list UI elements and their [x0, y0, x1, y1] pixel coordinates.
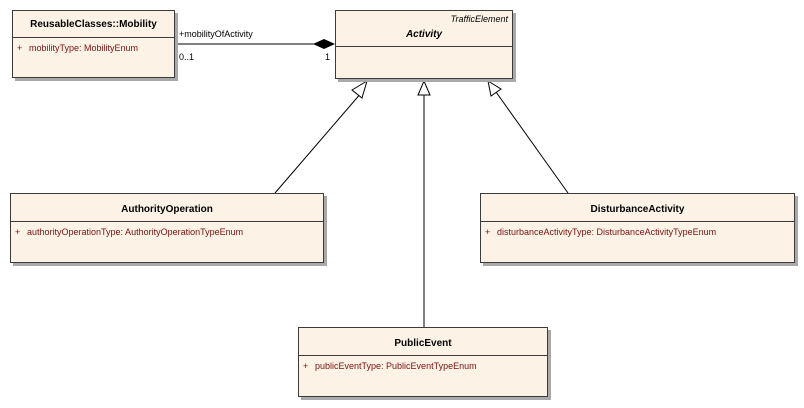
visibility-marker: + — [485, 227, 491, 237]
class-name: Activity — [405, 29, 443, 40]
attribute-text: mobilityType: MobilityEnum — [29, 43, 139, 53]
class-attribute[interactable]: + publicEventType: PublicEventTypeEnum — [303, 361, 477, 371]
attribute-text: authorityOperationType: AuthorityOperati… — [27, 227, 244, 237]
composition-diamond — [313, 39, 335, 49]
class-authority-operation[interactable]: AuthorityOperation + authorityOperationTy… — [10, 193, 324, 263]
generalization-arrowhead-disturbance — [487, 79, 502, 97]
class-attribute[interactable]: + disturbanceActivityType: DisturbanceAct… — [485, 227, 716, 237]
class-name: ReusableClasses::Mobility — [30, 19, 157, 30]
class-disturbance-activity[interactable]: DisturbanceActivity + disturbanceActivity… — [480, 193, 795, 263]
class-stereotype: TrafficElement — [450, 14, 508, 24]
attribute-text: publicEventType: PublicEventTypeEnum — [315, 361, 477, 371]
generalization-line-disturbance — [495, 91, 569, 194]
visibility-marker: + — [17, 43, 23, 53]
class-header: ReusableClasses::Mobility — [13, 11, 174, 38]
class-header: TrafficElement Activity — [336, 11, 512, 47]
class-mobility[interactable]: ReusableClasses::Mobility + mobilityType:… — [12, 10, 175, 78]
source-multiplicity-label: 0..1 — [179, 52, 195, 62]
target-multiplicity-label: 1 — [325, 52, 331, 62]
class-name: PublicEvent — [394, 338, 452, 349]
generalization-arrowhead-publicevent — [417, 79, 431, 96]
class-name: DisturbanceActivity — [590, 204, 685, 215]
class-activity[interactable]: TrafficElement Activity — [335, 10, 513, 79]
generalization-arrowhead-authority — [351, 79, 368, 99]
class-name: AuthorityOperation — [121, 204, 213, 215]
visibility-marker: + — [303, 361, 309, 371]
class-public-event[interactable]: PublicEvent + publicEventType: PublicEven… — [298, 327, 548, 397]
class-header: PublicEvent — [299, 328, 547, 356]
attribute-text: disturbanceActivityType: DisturbanceActi… — [497, 227, 717, 237]
class-attribute[interactable]: + authorityOperationType: AuthorityOperat… — [15, 227, 243, 237]
generalization-line-authority — [274, 91, 363, 194]
association-role-label: +mobilityOfActivity — [179, 29, 253, 39]
class-attribute[interactable]: + mobilityType: MobilityEnum — [17, 43, 138, 53]
class-header: DisturbanceActivity — [481, 194, 794, 222]
visibility-marker: + — [15, 227, 21, 237]
class-header: AuthorityOperation — [11, 194, 323, 222]
